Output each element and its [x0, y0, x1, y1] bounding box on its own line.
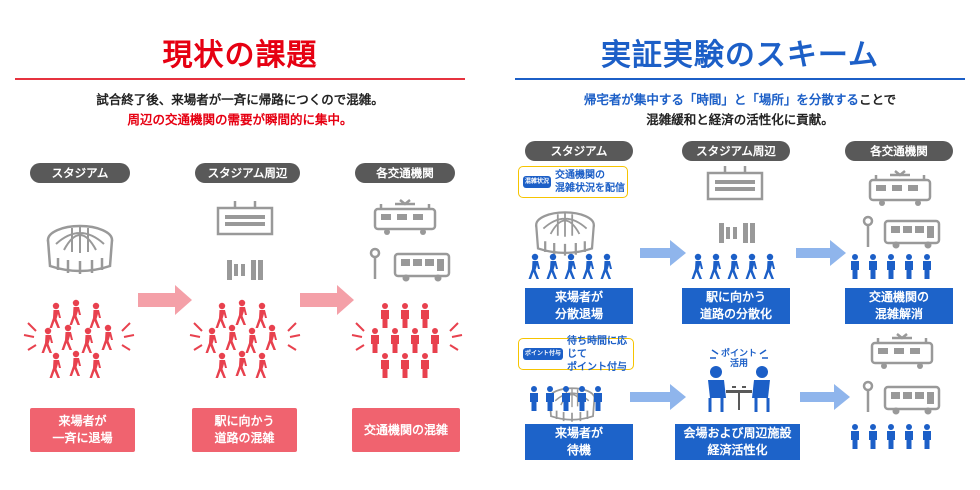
left-box-transport-congestion: 交通機関の混雑: [352, 408, 460, 452]
congestion-marks-icon: [23, 322, 135, 351]
phone-badge-icon: 混雑状況: [523, 176, 552, 188]
right-title-rule: [515, 78, 965, 80]
departure-board-icon: [706, 164, 764, 201]
train-icon: [373, 198, 437, 237]
point-label: ポイント: [721, 347, 757, 359]
right-desc-tail: ことで: [858, 92, 897, 107]
congestion-marks-icon: [189, 322, 301, 351]
right-title: 実証実験のスキーム: [600, 38, 880, 73]
ticket-gate-icon: [227, 260, 263, 280]
right-desc-line2: 混雑緩和と経済の活性化に貢献。: [646, 112, 834, 127]
arrow-right-icon: [138, 285, 192, 315]
crowd-waiting-icon: [371, 303, 439, 378]
arrow-right-icon: [640, 240, 686, 266]
left-title: 現状の課題: [162, 38, 318, 73]
right-box-road-dispersal: 駅に向かう道路の分散化: [682, 288, 790, 324]
dining-people-icon: [708, 366, 770, 412]
phone-badge-icon: ポイント付与: [523, 348, 564, 360]
dispersed-road-walkers-icon: [691, 253, 775, 279]
left-pill-transport: 各交通機関: [355, 163, 455, 183]
bus-icon: [393, 252, 451, 283]
bus-stop-icon: [862, 215, 874, 249]
callout-congestion-info: 混雑状況 交通機関の混雑状況を配信: [518, 166, 628, 198]
departure-board-icon: [216, 199, 274, 236]
arrow-right-icon: [630, 384, 686, 410]
right-pill-stadium-area: スタジアム周辺: [682, 141, 790, 161]
arrow-right-icon: [300, 285, 354, 315]
left-title-rule: [15, 78, 465, 80]
callout-point-grant: ポイント付与 待ち時間に応じてポイント付与: [518, 336, 634, 373]
right-box-transport-relief: 交通機関の混雑解消: [845, 288, 953, 324]
right-box-dispersed-exit: 来場者が分散退場: [525, 288, 633, 324]
stadium-icon: [535, 211, 595, 257]
right-desc-highlight: 帰宅者が集中する「時間」と「場所」を分散する: [583, 92, 859, 107]
train-icon: [868, 169, 932, 208]
left-illustration: [23, 198, 463, 378]
left-pill-stadium: スタジアム: [30, 163, 130, 183]
arrow-right-icon: [796, 240, 846, 266]
station-waiting-people-icon: [851, 254, 931, 279]
left-box-stadium-exit: 来場者が一斉に退場: [30, 408, 135, 452]
arrow-right-icon: [800, 384, 850, 410]
stadium-icon: [548, 387, 596, 423]
right-pill-stadium: スタジアム: [525, 141, 633, 161]
point-use-label: 活用: [730, 357, 748, 369]
right-box-economic-activation: 会場および周辺施設経済活性化: [675, 424, 800, 460]
ticket-gate-icon: [719, 223, 755, 243]
station-waiting-people-icon: [851, 424, 931, 449]
congestion-marks-icon: [351, 322, 463, 351]
train-icon: [870, 332, 934, 371]
crowd-road-icon: [205, 299, 277, 378]
right-illustration: ポイント 活用: [528, 164, 941, 449]
left-desc-line2: 周辺の交通機関の需要が瞬間的に集中。: [127, 112, 353, 127]
stadium-icon: [46, 224, 114, 276]
right-box-visitors-wait: 来場者が待機: [525, 424, 633, 460]
sparkle-icon: [710, 349, 768, 359]
bus-stop-icon: [862, 380, 874, 414]
left-description: 試合終了後、来場者が一斉に帰路につくので混雑。 周辺の交通機関の需要が瞬間的に集…: [15, 90, 465, 130]
left-pill-stadium-area: スタジアム周辺: [195, 163, 300, 183]
left-desc-line1: 試合終了後、来場者が一斉に帰路につくので混雑。: [96, 92, 384, 107]
crowd-exiting-icon: [41, 299, 113, 378]
bus-icon: [883, 219, 941, 250]
bus-stop-icon: [369, 247, 381, 281]
right-pill-transport: 各交通機関: [845, 141, 953, 161]
left-box-road-congestion: 駅に向かう道路の混雑: [192, 408, 297, 452]
right-description: 帰宅者が集中する「時間」と「場所」を分散することで 混雑緩和と経済の活性化に貢献…: [515, 90, 965, 130]
bus-icon: [883, 385, 941, 416]
dispersed-walkers-icon: [528, 253, 612, 279]
